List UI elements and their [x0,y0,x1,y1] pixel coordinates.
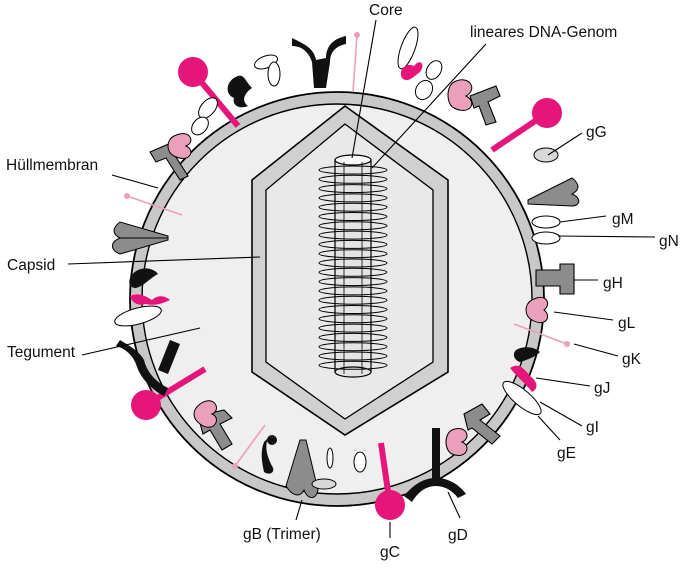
dna-coil-turn [318,286,388,296]
label-gL: gL [618,315,636,332]
label-gI: gI [586,419,599,436]
dna-coil-turn [318,184,388,194]
label-gK: gK [622,351,642,368]
dna-coil-turn [318,193,388,203]
dna-coil-turn [318,323,388,333]
label-genome: lineares DNA-Genom [470,24,617,41]
gD-glycoproteins [116,36,466,502]
dna-coil-turn [318,295,388,305]
magenta-small-proteins [130,62,537,392]
label-envelope: Hüllmembran [6,157,98,174]
label-core: Core [369,2,403,19]
label-gD: gD [448,527,468,544]
leader-lines [67,19,656,538]
gH-glycoproteins [149,85,575,451]
dna-coil-turn [318,277,388,287]
dna-coil-turn [318,305,388,314]
label-capsid: Capsid [7,257,55,274]
label-gM: gM [612,211,634,228]
dna-coil-turn [318,174,388,184]
pink-strands [124,31,570,469]
gL-glycoproteins [167,79,548,456]
dna-coil-turn [318,165,388,175]
dna-coil-turn [318,351,388,361]
dna-coil-turn [318,258,388,268]
label-gN: gN [659,233,679,250]
label-gC: gC [380,544,400,561]
label-gH: gH [603,275,623,292]
label-gB: gB (Trimer) [243,526,321,543]
dna-coil-turn [318,360,388,370]
gC-glycoproteins [131,57,562,520]
dna-coil-turn [318,332,388,342]
label-gJ: gJ [594,380,610,397]
dna-coil-turn [318,342,388,352]
dna-coil-turn [318,202,388,212]
dna-coil-turn [318,212,388,221]
label-gE: gE [557,445,576,462]
label-tegument: Tegument [7,344,76,361]
dna-coil-turn [318,230,388,240]
gM-gN-gE-gI-glycoproteins [114,26,561,490]
dna-core [318,154,388,378]
gK-glycoproteins [129,75,540,474]
dna-coil-turn [318,221,388,231]
dna-coil-turn [318,314,388,324]
dna-coil-turn [318,267,388,277]
dna-coil-turn [318,239,388,249]
label-gG: gG [586,124,607,141]
dna-coil-turn [318,249,388,259]
gB-trimers [112,177,580,498]
